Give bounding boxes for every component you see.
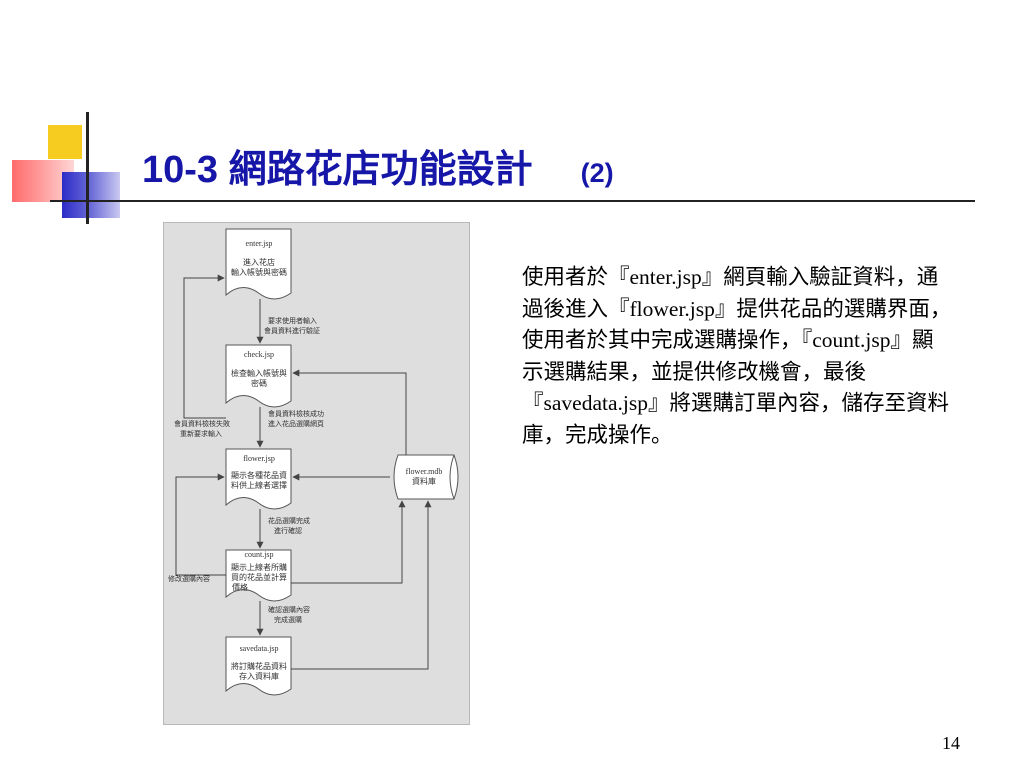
node-enter-name: enter.jsp — [246, 239, 273, 248]
edge-label-enter-check-1: 要求使用者輸入 — [268, 316, 317, 325]
edge-database-to-check — [292, 369, 407, 455]
node-enter-shape — [225, 228, 292, 300]
page-number: 14 — [942, 733, 960, 753]
node-check-line2: 密碼 — [251, 378, 267, 388]
node-enter-line1: 進入花店 — [243, 257, 275, 267]
node-database-name: flower.mdb — [406, 467, 443, 476]
node-database-line1: 資料庫 — [412, 476, 436, 486]
slide-title: 10-3 網路花店功能設計 (2) — [142, 138, 614, 193]
edge-label-count-flower: 修改選購內容 — [168, 574, 210, 583]
decor-blue-gradient-bar — [62, 172, 120, 218]
title-underline — [50, 200, 975, 202]
node-savedata-shape — [225, 636, 292, 696]
edge-label-count-save-2: 完成選購 — [274, 615, 302, 624]
edge-check-to-enter — [183, 274, 226, 419]
edge-label-flower-count-1: 花品選購完成 — [268, 516, 310, 525]
node-flower-line1: 顯示各種花品資 — [231, 470, 287, 480]
node-count-name: count.jsp — [244, 550, 273, 559]
node-savedata-name: savedata.jsp — [240, 644, 279, 653]
decor-yellow-square — [48, 125, 82, 159]
edge-count-to-database — [291, 500, 406, 584]
node-savedata-line1: 將訂購花品資料 — [231, 661, 287, 671]
edge-label-check-flower-2: 進入花品選購網頁 — [268, 419, 324, 428]
node-savedata-line2: 存入資料庫 — [239, 671, 279, 681]
flowchart-diagram: enter.jsp 進入花店 輸入帳號與密碼 check.jsp 檢查輸入帳號與… — [163, 222, 470, 725]
node-count-shape — [225, 549, 292, 602]
edge-label-count-save-1: 確認選購內容 — [268, 605, 310, 614]
edge-label-enter-check-2: 會員資料進行驗証 — [264, 326, 320, 335]
edge-label-check-enter-1: 會員資料檢核失敗 — [174, 419, 230, 428]
node-check-line1: 檢查輸入帳號與 — [231, 368, 287, 378]
decor-vertical-line — [86, 112, 89, 224]
slide-title-main: 10-3 網路花店功能設計 — [142, 149, 533, 191]
node-enter-line2: 輸入帳號與密碼 — [231, 267, 287, 277]
node-flower-name: flower.jsp — [243, 454, 275, 463]
edge-savedata-to-database — [291, 500, 432, 670]
node-check-name: check.jsp — [244, 350, 274, 359]
node-flower-line2: 料供上線者選擇 — [231, 480, 287, 490]
edge-label-check-flower-1: 會員資料檢核成功 — [268, 409, 324, 418]
edge-label-check-enter-2: 重新要求輸入 — [180, 429, 222, 438]
slide-title-sub: (2) — [580, 158, 614, 188]
edge-count-to-flower — [175, 473, 226, 576]
node-count-line3: 價格 — [232, 582, 248, 592]
node-count-line1: 顯示上線者所購 — [231, 562, 287, 572]
edge-label-flower-count-2: 進行確認 — [274, 526, 302, 535]
node-flower-shape — [225, 448, 292, 510]
node-count-line2: 買的花品並計算 — [231, 572, 287, 582]
node-check-shape — [225, 344, 292, 408]
slide-description: 使用者於『enter.jsp』網頁輸入驗証資料，通過後進入『flower.jsp… — [522, 265, 952, 447]
